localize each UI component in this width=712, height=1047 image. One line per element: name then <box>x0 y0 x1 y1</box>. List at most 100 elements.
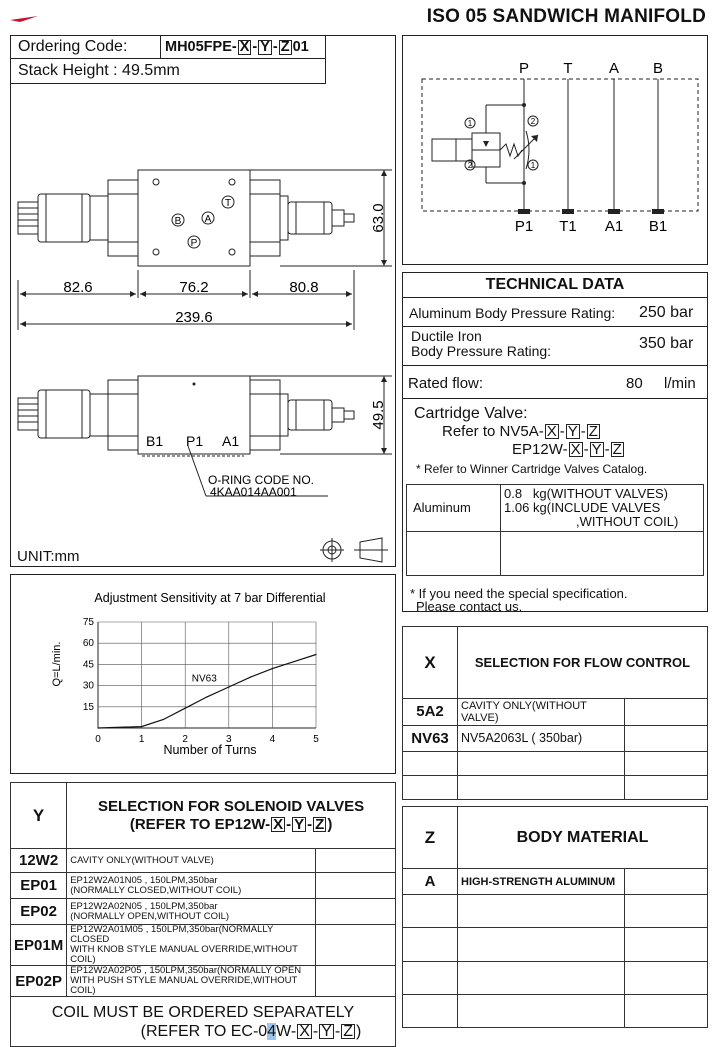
solenoid-row-code: EP02P <box>9 965 68 997</box>
flow-row-desc: CAVITY ONLY(WITHOUT VALVE) <box>457 698 625 726</box>
flow-empty <box>402 750 458 776</box>
desc-line-1: EP12W2A01N05 , 150LPM,350bar <box>70 874 218 886</box>
desc-line-2: (NORMALLY OPEN,WITHOUT COIL) <box>70 910 230 922</box>
chart-point <box>184 707 186 709</box>
solenoid-heading-end: ) <box>327 815 333 833</box>
schematic-num-1a: 1 <box>468 119 473 128</box>
solenoid-row-code: 12W2 <box>9 848 68 873</box>
flow-empty <box>624 774 708 801</box>
chart-point <box>206 696 208 698</box>
schematic-num-1b: 1 <box>531 161 536 170</box>
iron-rating-label-2: Body Pressure Rating: <box>411 343 552 359</box>
cartridge-ep12w: EP12W-X-Y-Z <box>512 441 625 458</box>
chart-x-tick: 2 <box>182 734 188 745</box>
solenoid-row-desc: EP12W2A01M05 , 150LPM,350bar(NORMALLY CL… <box>66 924 317 966</box>
oring-label: O-RING CODE NO. <box>208 473 314 487</box>
chart-x-tick: 0 <box>95 734 101 745</box>
body-empty <box>624 927 708 962</box>
chart-x-tick: 4 <box>270 734 276 745</box>
oring-code: 4KAA014AA001 <box>210 485 297 499</box>
code-y: Y <box>258 39 272 55</box>
chart-y-tick: 15 <box>83 702 95 713</box>
dim-right: 80.8 <box>289 279 318 296</box>
coil-note-2b: 4 <box>267 1022 277 1040</box>
schematic-port-b: B <box>653 60 663 77</box>
schematic-port-p: P <box>519 60 529 77</box>
port-label-b: B <box>175 216 182 227</box>
body-empty <box>624 893 708 929</box>
dim-height-bottom: 49.5 <box>370 400 387 429</box>
dim-left: 82.6 <box>63 279 92 296</box>
hydraulic-schematic: 1 2 2 1 P T A B P1 T1 A1 B1 <box>421 60 699 235</box>
coil-dash: - <box>334 1022 341 1040</box>
solenoid-heading-2: (REFER TO EP12W- <box>129 815 271 833</box>
schematic-num-2b: 2 <box>531 117 536 126</box>
coil-y: Y <box>319 1022 334 1040</box>
chart-point <box>315 653 317 656</box>
chart-x-tick: 5 <box>313 734 319 745</box>
logo-mark <box>10 16 38 22</box>
solenoid-heading-1: SELECTION FOR SOLENOID VALVES <box>98 797 365 815</box>
coil-note-2d: ) <box>356 1022 362 1040</box>
weight-1-value: 0.8 <box>504 485 523 501</box>
solenoid-row-empty <box>315 848 396 873</box>
refer-dash: - <box>580 423 586 440</box>
code-dash: - <box>272 39 278 55</box>
schematic-port-a: A <box>609 60 619 77</box>
solenoid-row-code: EP02 <box>9 898 68 925</box>
refer-z: Z <box>586 423 600 440</box>
ep-z: Z <box>610 441 624 458</box>
chart-title: Adjustment Sensitivity at 7 bar Differen… <box>94 591 325 605</box>
chart-point <box>250 676 252 678</box>
ep-y: Y <box>589 441 604 458</box>
refer-dash: - <box>559 423 565 440</box>
port-label-t: T <box>225 198 231 209</box>
schematic-panel <box>402 35 708 265</box>
special-note-2: Please contact us. <box>416 599 523 614</box>
chart-series-label: NV63 <box>192 673 217 684</box>
chart-point <box>141 725 143 728</box>
code-suffix: 01 <box>292 39 309 55</box>
solenoid-row-desc: CAVITY ONLY(WITHOUT VALVE) <box>66 848 317 873</box>
refer-ep12w: EP12W- <box>512 441 568 458</box>
schematic-port-b1: B1 <box>649 218 667 235</box>
desc-line-1: EP12W2A01M05 , 150LPM,350bar(NORMALLY CL… <box>70 924 274 945</box>
solenoid-table: Y SELECTION FOR SOLENOID VALVES (REFER T… <box>9 782 396 1047</box>
desc-line-1: EP12W2A02P05 , 150LPM,350bar(NORMALLY OP… <box>70 965 302 976</box>
cartridge-refer: Refer to NV5A-X-Y-Z <box>442 423 601 440</box>
body-empty <box>624 960 708 995</box>
ep-dash: - <box>583 441 589 458</box>
weight-table: Aluminum 0.8 kg(WITHOUT VALVES) 1.06 kg(… <box>406 484 704 576</box>
body-empty <box>402 993 458 1029</box>
desc-line-2: WITH PUSH STYLE MANUAL OVERRIDE,WITHOUT … <box>70 975 298 996</box>
chart-y-tick: 75 <box>83 617 95 628</box>
chart-point <box>97 727 99 729</box>
refer-nv5a: Refer to NV5A- <box>442 423 544 440</box>
chart-series-line <box>97 653 317 729</box>
chart-point <box>228 686 230 688</box>
ep-x: X <box>568 441 583 458</box>
sol-y: Y <box>292 815 307 833</box>
alu-rating-value: 250 bar <box>639 304 694 321</box>
weight-2-text: kg(INCLUDE VALVES <box>532 499 661 515</box>
left-valve-body <box>107 179 139 257</box>
chart-point <box>162 718 164 721</box>
flow-unit: l/min <box>664 375 696 392</box>
flow-cell <box>402 365 708 399</box>
unit-label: UNIT:mm <box>17 548 80 565</box>
alu-rating-label: Aluminum Body Pressure Rating: <box>409 305 616 321</box>
weight-material: Aluminum <box>406 484 501 532</box>
dim-total: 239.6 <box>175 309 213 326</box>
coil-note: COIL MUST BE ORDERED SEPARATELY (REFER T… <box>10 996 396 1047</box>
flow-control-table: X SELECTION FOR FLOW CONTROL 5A2 CAVITY … <box>402 625 708 801</box>
adjustment-chart: Adjustment Sensitivity at 7 bar Differen… <box>51 591 326 757</box>
weight-1-text: kg(WITHOUT VALVES) <box>532 485 668 501</box>
refer-y: Y <box>565 423 580 440</box>
port-label-a: A <box>205 214 212 225</box>
ordering-label: Ordering Code: <box>18 38 128 55</box>
dim-mid: 76.2 <box>179 279 208 296</box>
ep-dash: - <box>604 441 610 458</box>
schematic-num-2: 2 <box>468 161 473 170</box>
flow-empty <box>457 774 625 801</box>
solenoid-row-desc: EP12W2A02P05 , 150LPM,350bar(NORMALLY OP… <box>66 965 317 997</box>
